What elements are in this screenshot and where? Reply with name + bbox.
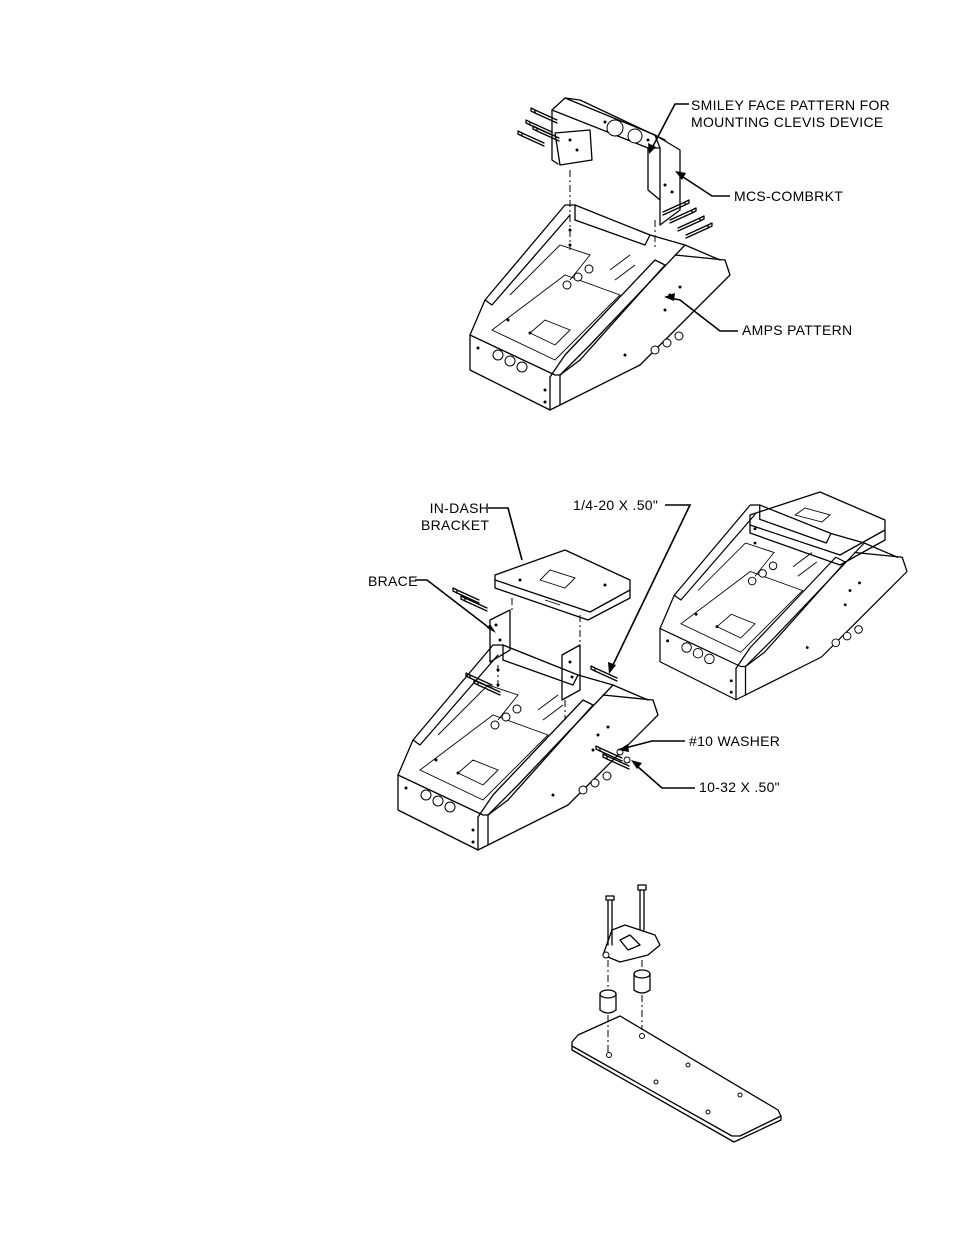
brace-label: BRACE: [368, 573, 418, 589]
mcs-combrkt-label: MCS-COMBRKT: [734, 188, 844, 204]
indash-bracket-label-line1: IN-DASH: [429, 500, 490, 516]
figure-2-indash-assembly: [397, 491, 908, 851]
base-plate: [571, 1015, 782, 1143]
bolt-quarter-label: 1/4-20 X .50": [573, 497, 659, 513]
mcs-combrkt-bracket: [551, 97, 681, 226]
smiley-face-label-line2: MOUNTING CLEVIS DEVICE: [691, 114, 884, 130]
indash-bracket-label: IN-DASH BRACKET: [421, 500, 489, 534]
screw-10-32-label: 10-32 X .50": [699, 779, 780, 795]
clip-bracket: [602, 924, 661, 963]
smiley-face-label: SMILEY FACE PATTERN FOR MOUNTING CLEVIS …: [691, 97, 890, 131]
indash-bracket-part: [494, 549, 631, 621]
indash-bracket-label-line2: BRACKET: [421, 517, 490, 533]
brace-left: [489, 609, 511, 663]
long-screw-right: [637, 884, 647, 931]
spacer-right: [633, 969, 651, 994]
spacer-left: [599, 989, 617, 1014]
long-screw-left: [605, 895, 615, 946]
figure-3-floor-plate-assembly: [571, 884, 782, 1143]
assembled-indash-bracket: [749, 491, 886, 566]
smiley-face-label-line1: SMILEY FACE PATTERN FOR: [691, 97, 891, 113]
figure-1-console-with-combrkt: [469, 97, 738, 411]
washer-label: #10 WASHER: [689, 733, 781, 749]
amps-pattern-label: AMPS PATTERN: [742, 322, 853, 338]
brace-right: [561, 644, 581, 701]
